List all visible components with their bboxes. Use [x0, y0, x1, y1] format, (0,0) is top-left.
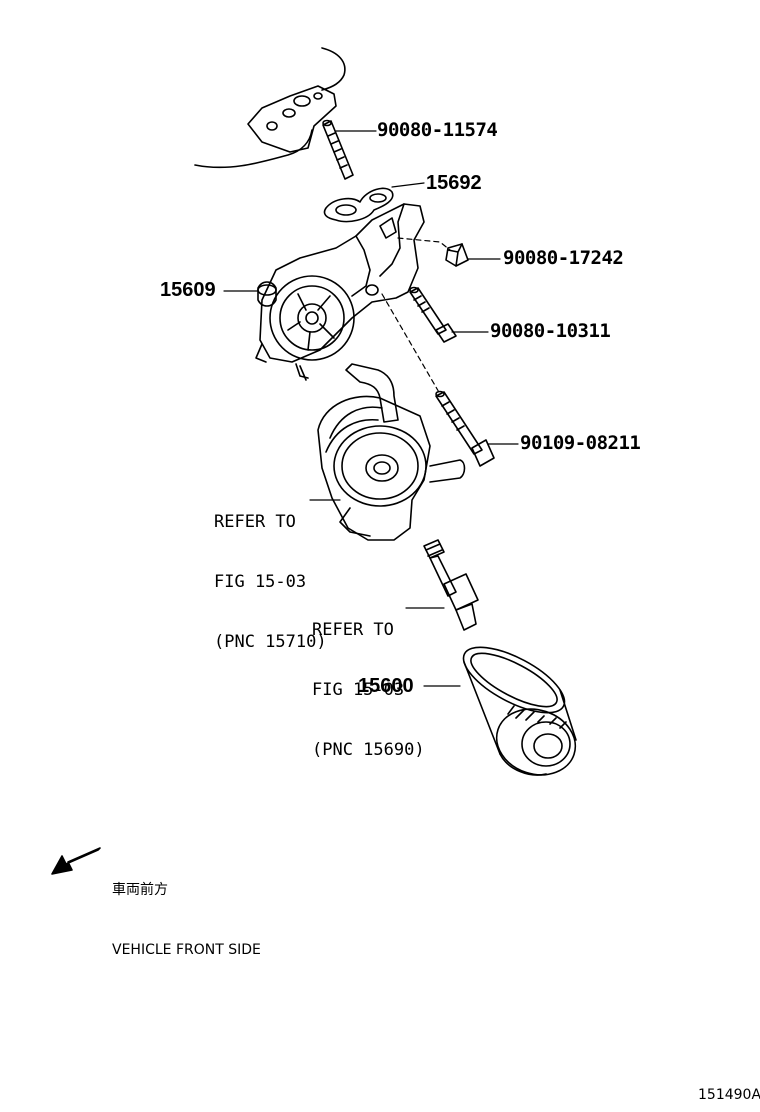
reference-note: REFER TO FIG 15-03 (PNC 15710)	[214, 472, 327, 672]
engine-block-outline	[195, 48, 345, 167]
part-number-label: 90080-17242	[503, 247, 624, 269]
leader-lines	[224, 131, 518, 686]
figure-code: 151490A	[698, 1087, 760, 1103]
long-bolt-shape	[436, 392, 494, 467]
reference-line: REFER TO	[214, 512, 296, 532]
vehicle-front-note: 車両前方 VEHICLE FRONT SIDE	[112, 840, 261, 980]
oil-filter-shape	[454, 634, 584, 785]
reference-line: FIG 15-03	[312, 680, 405, 700]
vehicle-front-en: VEHICLE FRONT SIDE	[112, 942, 261, 958]
oil-cooler-shape	[318, 364, 465, 540]
reference-note: REFER TO FIG 15-03 (PNC 15690)	[312, 580, 425, 780]
vehicle-front-jp: 車両前方	[112, 882, 168, 898]
reference-line: FIG 15-03	[214, 572, 307, 592]
filter-bracket-shape	[256, 204, 424, 380]
part-number-label: 15600	[358, 675, 414, 697]
part-number-label: 90080-11574	[377, 119, 498, 141]
stud-bolt-shape	[323, 121, 353, 180]
part-number-label: 15609	[160, 279, 216, 301]
gasket-shape	[324, 188, 392, 221]
part-number-label: 90109-08211	[520, 432, 641, 454]
part-number-label: 15692	[426, 172, 482, 194]
reference-line: (PNC 15710)	[214, 632, 327, 652]
alignment-lines	[382, 238, 450, 394]
union-bolt-shape	[424, 540, 478, 630]
small-bolt-shape	[446, 244, 468, 266]
reference-line: (PNC 15690)	[312, 740, 425, 760]
reference-line: REFER TO	[312, 620, 394, 640]
part-number-label: 90080-10311	[490, 320, 611, 342]
front-direction-arrow-icon	[52, 848, 100, 874]
flange-bolt-shape	[410, 288, 456, 343]
